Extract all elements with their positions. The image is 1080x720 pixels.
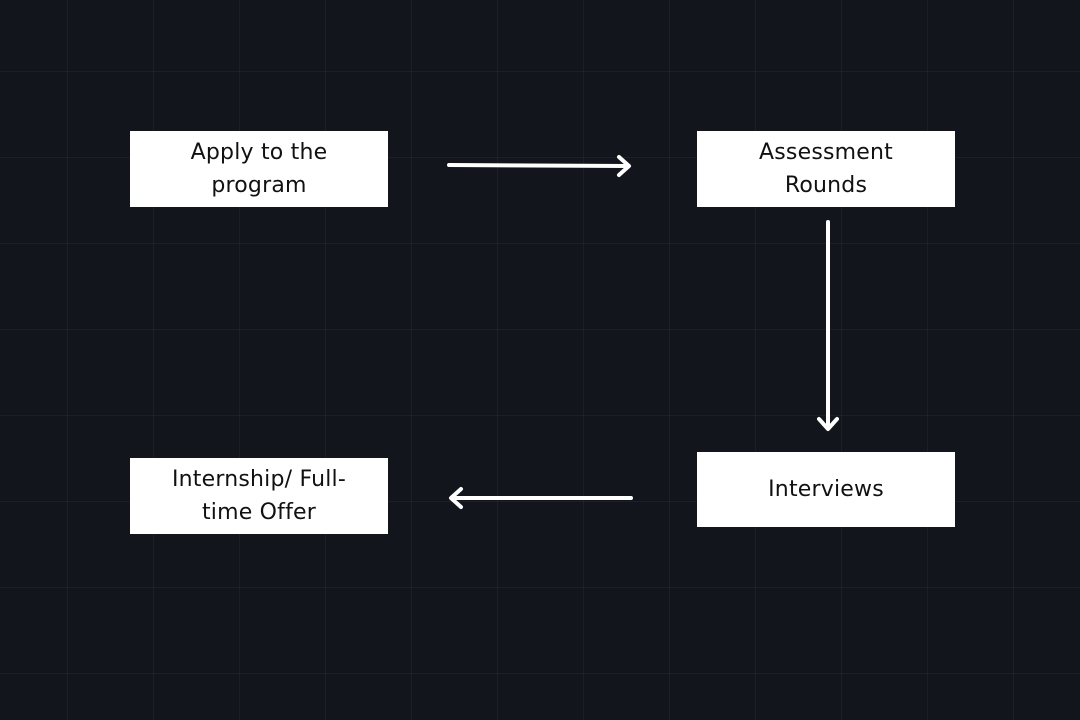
node-internship-offer: Internship/ Full- time Offer [130, 458, 388, 534]
arrow-assess-to-interviews [817, 220, 839, 431]
node-interviews: Interviews [697, 452, 955, 527]
node-label-line: Interviews [768, 477, 884, 502]
node-apply-to-program: Apply to the program [130, 131, 388, 207]
node-label: Internship/ Full- time Offer [172, 463, 346, 529]
node-label-line: program [211, 173, 307, 198]
arrow-interviews-to-offer [449, 487, 633, 509]
node-label-line: Rounds [784, 173, 868, 198]
node-label-line: Assessment [759, 140, 893, 165]
node-label: Assessment Rounds [759, 136, 893, 202]
node-label-line: time Offer [201, 500, 317, 525]
node-label-line: Internship/ Full- [171, 467, 347, 492]
node-label: Interviews [768, 473, 884, 506]
arrow-apply-to-assess [447, 155, 631, 177]
node-label-line: Apply to the [190, 140, 328, 165]
node-assessment-rounds: Assessment Rounds [697, 131, 955, 207]
node-label: Apply to the program [191, 136, 328, 202]
